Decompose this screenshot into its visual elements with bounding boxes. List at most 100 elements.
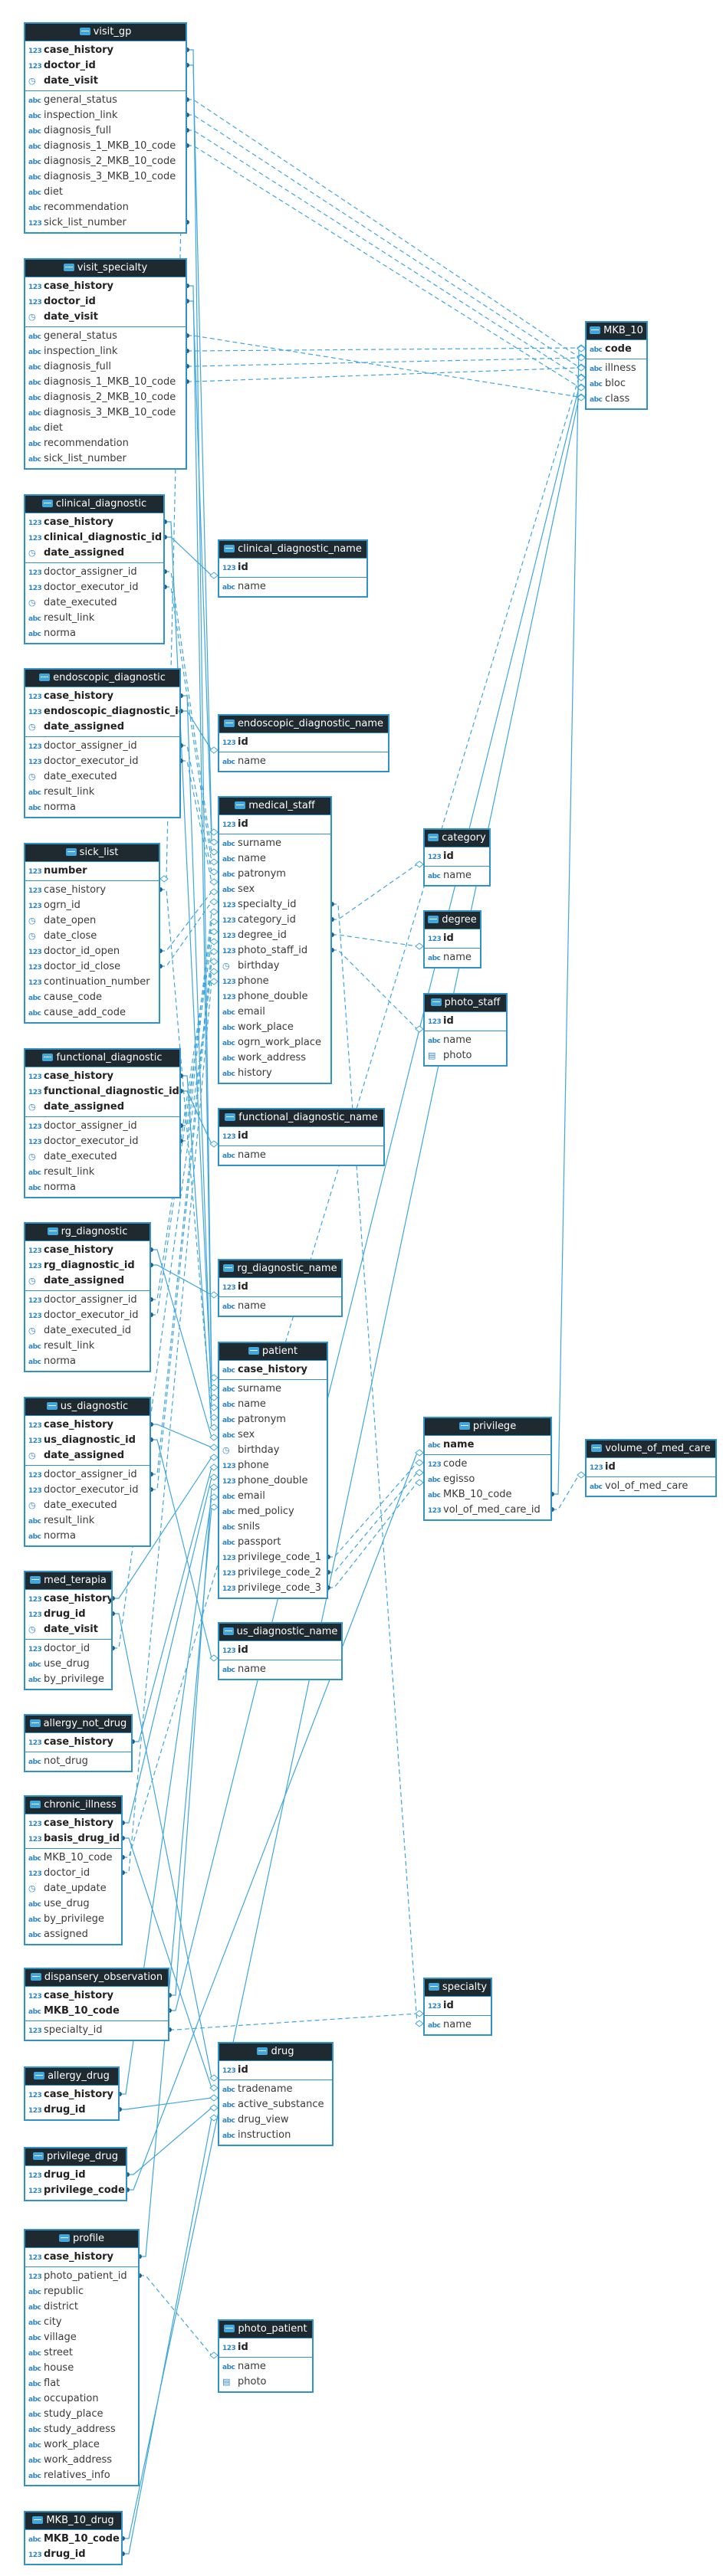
table-header[interactable]: dispansery_observation — [25, 1969, 168, 1986]
column-row[interactable]: ◷date_visit — [25, 74, 186, 89]
column-row[interactable]: ◷date_visit — [25, 310, 186, 325]
column-row[interactable]: ◷date_executed — [25, 769, 179, 785]
table-header[interactable]: endoscopic_diagnostic_name — [219, 716, 388, 732]
table-header[interactable]: chronic_illness — [25, 1797, 121, 1814]
column-row[interactable]: ◷birthday — [219, 1443, 327, 1458]
table-header[interactable]: privilege_drug — [25, 2148, 126, 2165]
table-header[interactable]: visit_gp — [25, 24, 186, 41]
column-row[interactable]: ◷birthday — [219, 959, 330, 974]
column-row[interactable]: ▤photo — [425, 1048, 506, 1064]
table-header[interactable]: med_terapia — [25, 1572, 111, 1589]
table-header[interactable]: rg_diagnostic_name — [219, 1260, 341, 1277]
table-header[interactable]: MKB_10 — [587, 323, 646, 339]
table-header[interactable]: rg_diagnostic — [25, 1224, 150, 1240]
column-row[interactable]: ◷date_assigned — [25, 1448, 150, 1463]
table-header[interactable]: specialty — [425, 1979, 491, 1996]
table-header[interactable]: privilege — [425, 1418, 550, 1435]
table-header[interactable]: us_diagnostic_name — [219, 1624, 341, 1640]
column-row[interactable]: ◷date_assigned — [25, 719, 179, 735]
table-header[interactable]: photo_staff — [425, 995, 506, 1011]
table-header[interactable]: clinical_diagnostic — [25, 496, 163, 513]
